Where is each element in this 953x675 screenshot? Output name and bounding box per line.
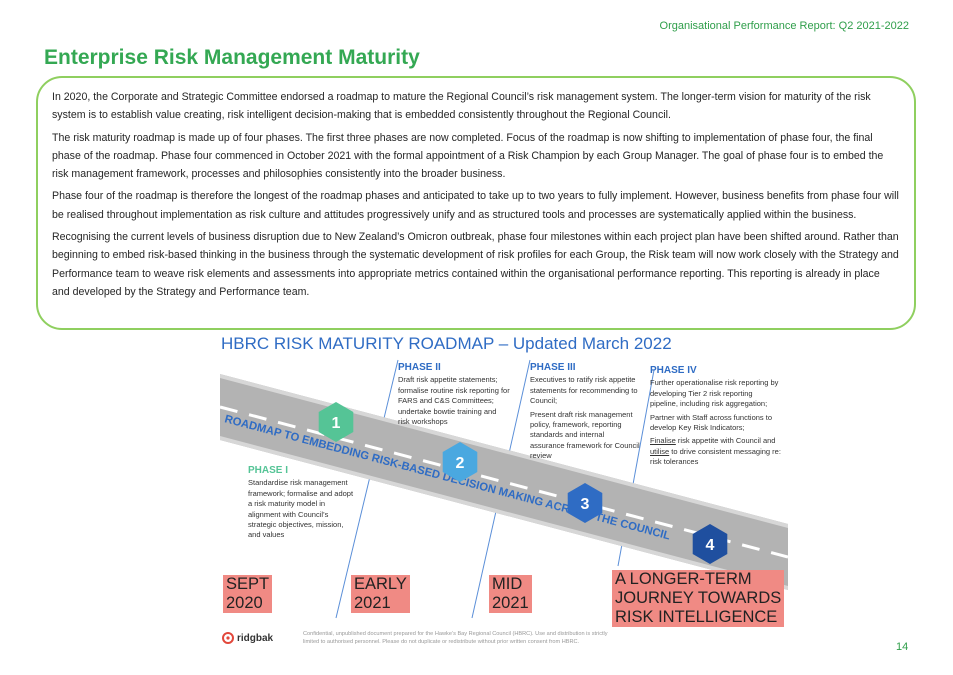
stage-2-line-1: EARLY <box>354 575 407 593</box>
phase-4-text-3-end: to drive consistent messaging re: risk t… <box>650 446 781 467</box>
road-edge-top <box>220 374 788 528</box>
milestone-4-label: 4 <box>706 537 715 554</box>
phase-1-block: PHASE I Standardise risk management fram… <box>248 465 358 544</box>
page-title: Enterprise Risk Management Maturity <box>44 46 420 69</box>
phase-2-title: PHASE II <box>398 362 441 373</box>
road-edge-bottom <box>220 436 788 590</box>
phase-3-text-2: Present draft risk management policy, fr… <box>530 409 640 461</box>
page-number: 14 <box>896 641 909 653</box>
stage-sept-2020: SEPT 2020 <box>223 575 273 613</box>
phase-2-block: PHASE II Draft risk appetite statements;… <box>398 362 510 430</box>
stage-1-line-1: SEPT <box>226 575 270 593</box>
milestone-3: 3 <box>567 483 603 523</box>
paragraph-4: Recognising the current levels of busine… <box>52 231 899 298</box>
phase-4-text-3-mid: risk appetite with Council and <box>675 436 776 446</box>
milestone-2-label: 2 <box>456 455 465 472</box>
phase-4-text-2: Partner with Staff across functions to d… <box>650 412 773 433</box>
stage-early-2021: EARLY 2021 <box>351 575 410 613</box>
phase-1-title: PHASE I <box>248 465 289 476</box>
phase-3-block: PHASE III Executives to ratify risk appe… <box>530 362 640 465</box>
paragraph-3: Phase four of the roadmap is therefore t… <box>52 190 899 221</box>
milestone-1: 1 <box>318 402 354 442</box>
phase-4-title: PHASE IV <box>650 365 697 376</box>
stage-3-line-1: MID <box>492 575 523 593</box>
ridgbak-logo-text: ridgbak <box>237 632 274 644</box>
divider-line-1 <box>335 359 399 619</box>
ridgbak-logo: ridgbak <box>222 632 273 644</box>
paragraph-1: In 2020, the Corporate and Strategic Com… <box>52 91 871 122</box>
roadmap-title: HBRC RISK MATURITY ROADMAP – Updated Mar… <box>221 334 672 353</box>
ridgbak-logo-icon <box>222 632 234 644</box>
stage-3-line-2: 2021 <box>492 594 529 612</box>
stage-4-line-1: A LONGER-TERM <box>615 570 752 588</box>
phase-3-title: PHASE III <box>530 362 576 373</box>
confidential-notice: Confidential, unpublished document prepa… <box>303 631 608 645</box>
phase-4-text-1: Further operationalise risk reporting by… <box>650 378 779 409</box>
phase-4-utilise: utilise <box>650 446 670 456</box>
stage-longer-term: A LONGER-TERM JOURNEY TOWARDS RISK INTEL… <box>612 570 785 627</box>
roadmap-road-graphic: ROADMAP TO EMBEDDING RISK-BASED DECISION… <box>219 359 788 619</box>
stage-2-line-2: 2021 <box>354 594 391 612</box>
phase-1-text: Standardise risk management framework; f… <box>248 478 354 540</box>
road <box>220 374 788 590</box>
phase-3-text-1: Executives to ratify risk appetite state… <box>530 375 638 406</box>
roadmap-diagram: ROADMAP TO EMBEDDING RISK-BASED DECISION… <box>218 358 788 628</box>
stage-4-line-2: JOURNEY TOWARDS <box>615 589 782 607</box>
stage-4-line-3: RISK INTELLIGENCE <box>615 608 778 626</box>
milestone-4: 4 <box>692 524 728 564</box>
milestone-2: 2 <box>442 442 478 482</box>
phase-4-text-3: Finalise risk appetite with Council and … <box>650 436 782 467</box>
road-centre-line <box>219 405 788 559</box>
phase-4-finalise: Finalise <box>650 436 676 446</box>
milestone-1-label: 1 <box>332 415 341 432</box>
stage-mid-2021: MID 2021 <box>489 575 532 613</box>
report-label: Organisational Performance Report: Q2 20… <box>659 20 909 32</box>
intro-text-box: In 2020, the Corporate and Strategic Com… <box>36 76 916 330</box>
milestone-3-label: 3 <box>581 496 590 513</box>
phase-2-text: Draft risk appetite statements; formalis… <box>398 375 510 427</box>
paragraph-2: The risk maturity roadmap is made up of … <box>52 131 884 181</box>
phase-4-block: PHASE IV Further operationalise risk rep… <box>650 365 782 471</box>
stage-1-line-2: 2020 <box>226 594 263 612</box>
